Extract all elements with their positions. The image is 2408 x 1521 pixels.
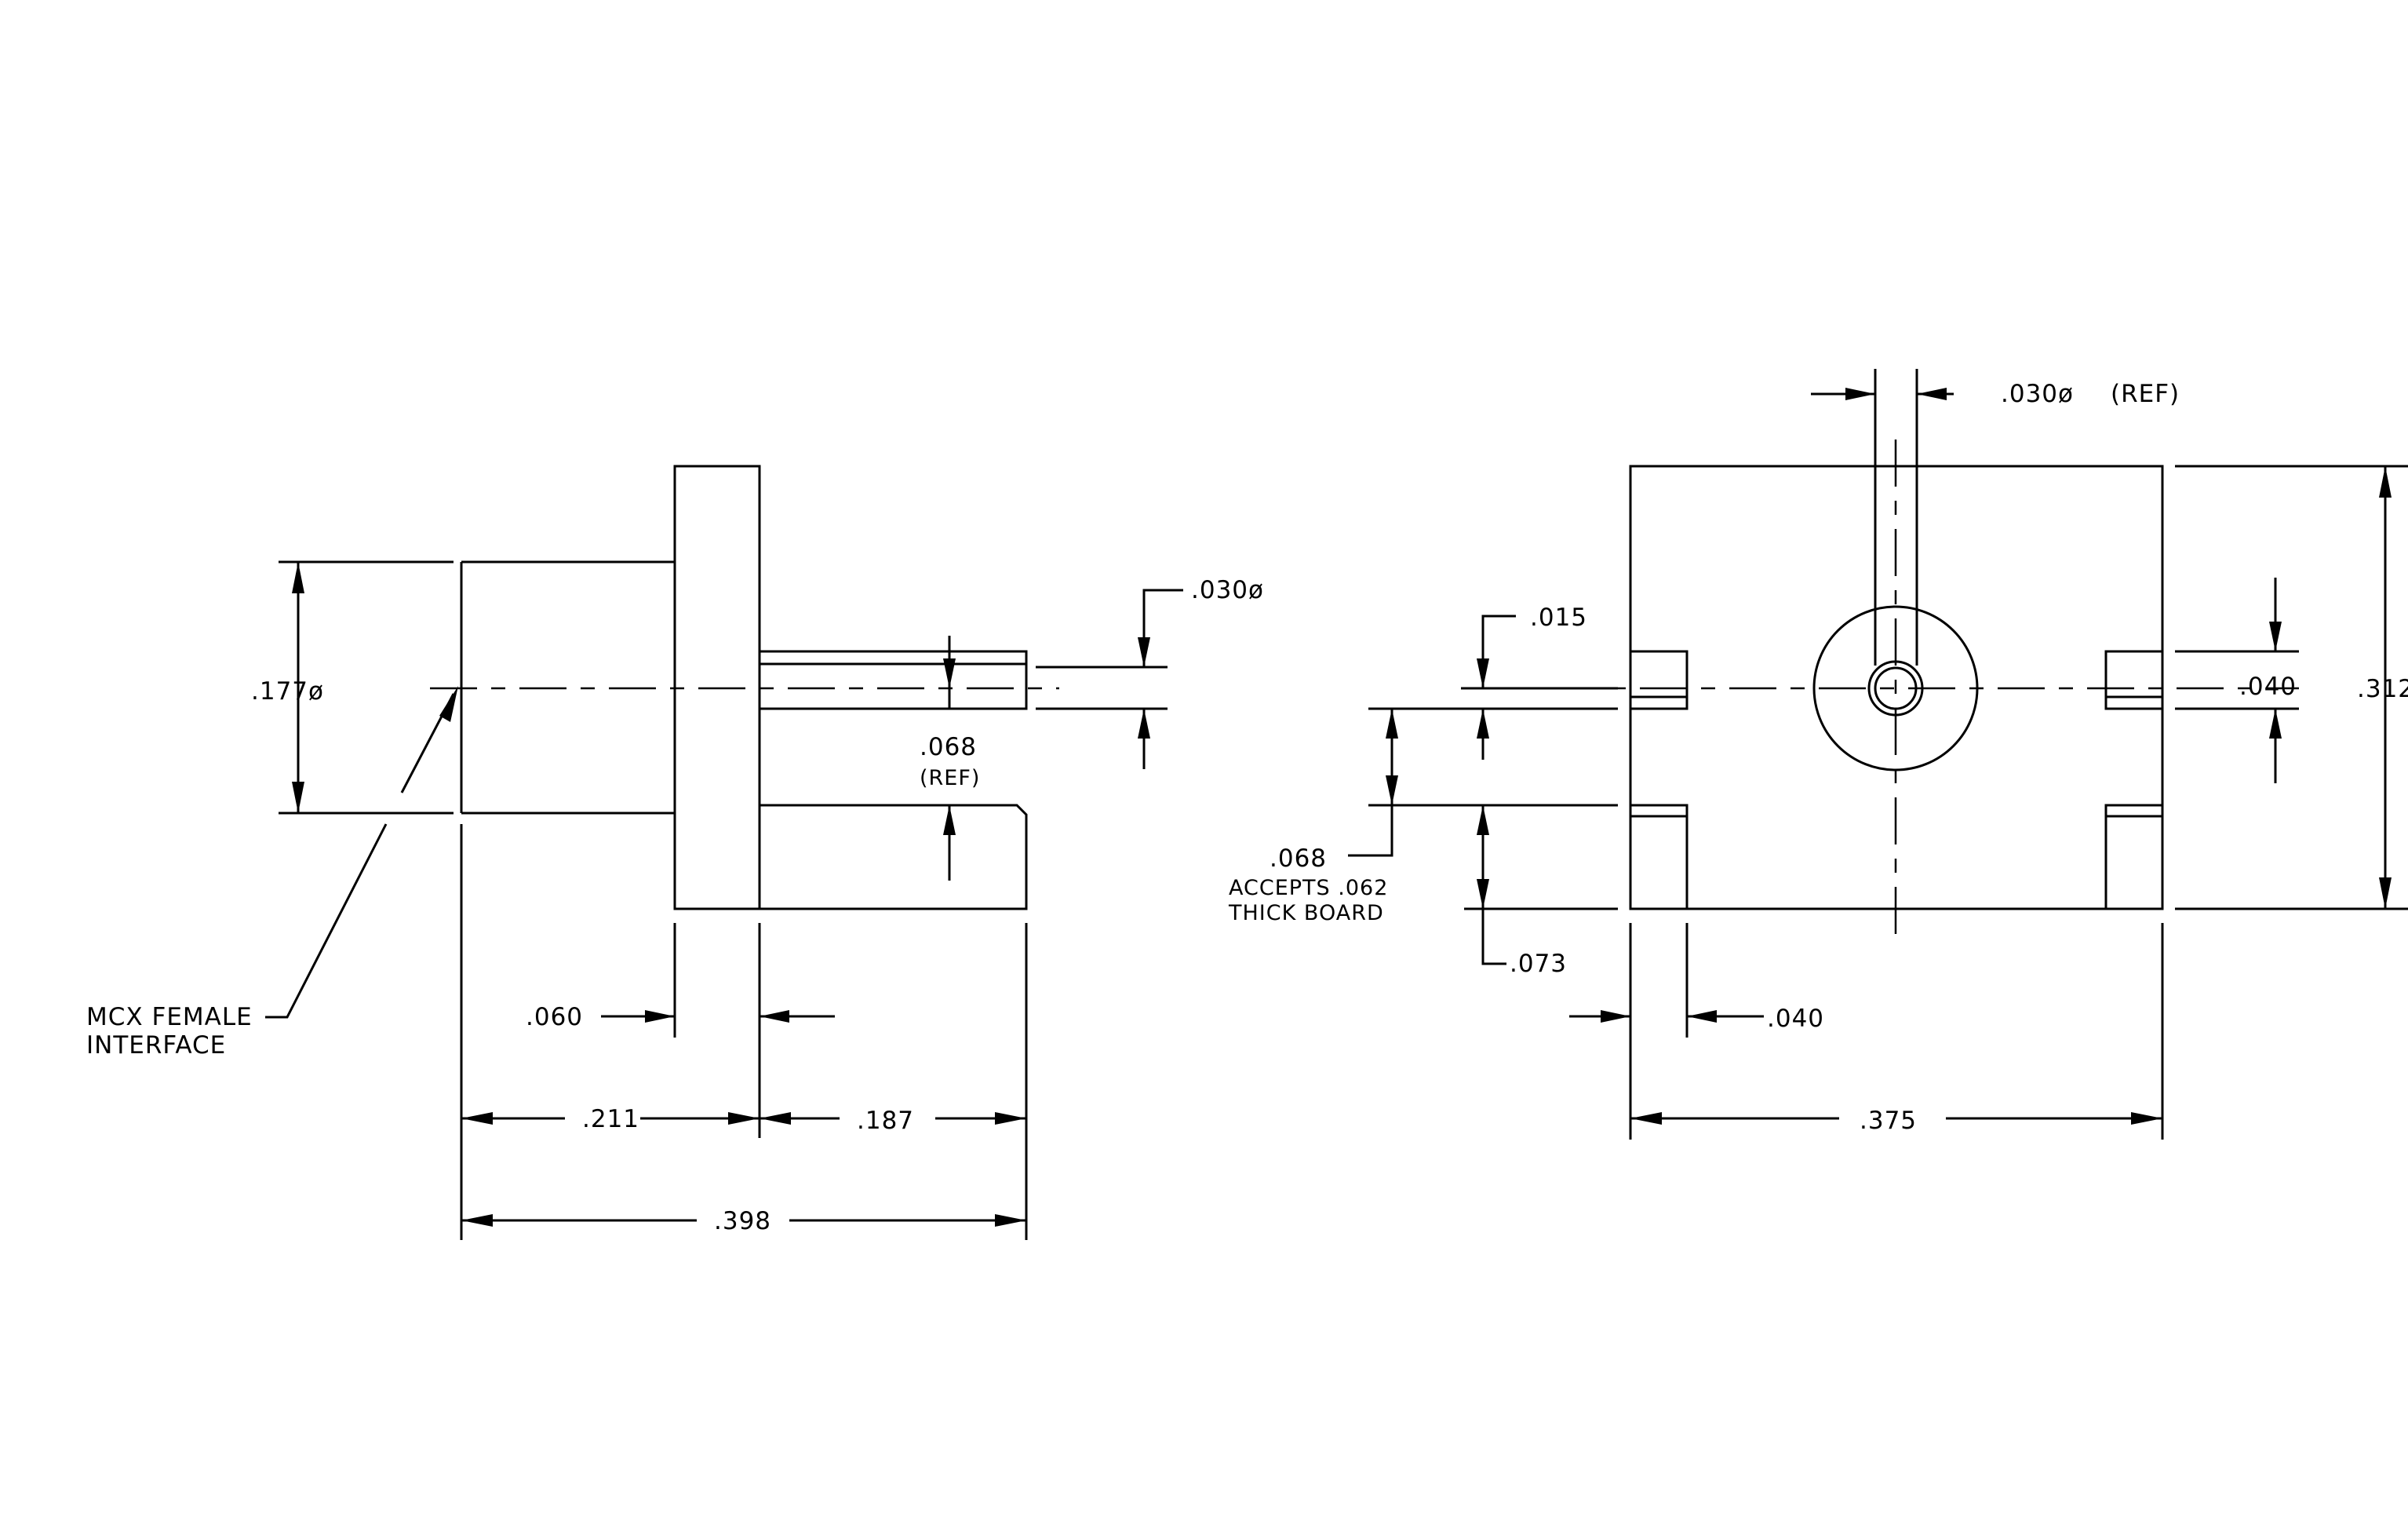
top-pin-dia-label: .030ø	[2001, 380, 2074, 408]
pin-length-label: .187	[857, 1107, 914, 1135]
interface-leader: MCX FEMALE INTERFACE	[86, 686, 458, 1060]
board-note-line2: THICK BOARD	[1228, 901, 1384, 925]
board-gap-label: .068	[1270, 844, 1327, 873]
body-length-label: .211	[582, 1105, 639, 1133]
overall-height-dimension: .312	[2175, 465, 2408, 910]
pin-offset-label: .068	[920, 733, 977, 761]
side-view: .177ø .030ø .068 (REF) MCX FEMALE INTERF…	[86, 465, 1264, 1240]
overall-length-label: .398	[714, 1207, 771, 1235]
slot-depth-label: .040	[1767, 1005, 1824, 1033]
slot-depth-dimension: .040	[1569, 923, 1824, 1140]
length-dimensions: .211 .187 .398	[460, 824, 1028, 1240]
slot-gap-label: .015	[1530, 604, 1587, 632]
overall-height-label: .312	[2357, 675, 2408, 703]
bottom-offset-dimension: .073	[1464, 805, 1618, 978]
flange-dia-dimension: .177ø	[251, 560, 454, 815]
flange-thickness-dimension: .060	[526, 923, 835, 1038]
pin-dia-dimension: .030ø	[1036, 576, 1264, 769]
board-gap-dimension: .068 ACCEPTS .062 THICK BOARD	[1228, 707, 1618, 925]
slot-height-dimension: .040	[2175, 578, 2299, 783]
interface-note-line2: INTERFACE	[86, 1031, 226, 1060]
slot-gap-dimension: .015	[1459, 604, 1618, 760]
top-pin-dia-dimension: .030ø (REF)	[1811, 380, 2180, 408]
bottom-offset-label: .073	[1510, 950, 1567, 978]
end-view: .030ø (REF) .015 .068 ACCEPTS .062 THICK…	[1228, 369, 2408, 1140]
board-note-line1: ACCEPTS .062	[1229, 876, 1388, 900]
pin-offset-dimension: .068 (REF)	[920, 636, 980, 881]
overall-width-label: .375	[1860, 1107, 1917, 1135]
pin-dia-label: .030ø	[1191, 576, 1264, 604]
flange-dia-label: .177ø	[251, 677, 324, 706]
slot-height-label: .040	[2239, 673, 2297, 701]
overall-width-dimension: .375	[1630, 923, 2164, 1140]
flange-thickness-label: .060	[526, 1003, 583, 1031]
interface-note-line1: MCX FEMALE	[86, 1003, 253, 1031]
top-pin-dia-ref: (REF)	[2111, 380, 2180, 408]
pin-offset-ref: (REF)	[920, 766, 980, 790]
